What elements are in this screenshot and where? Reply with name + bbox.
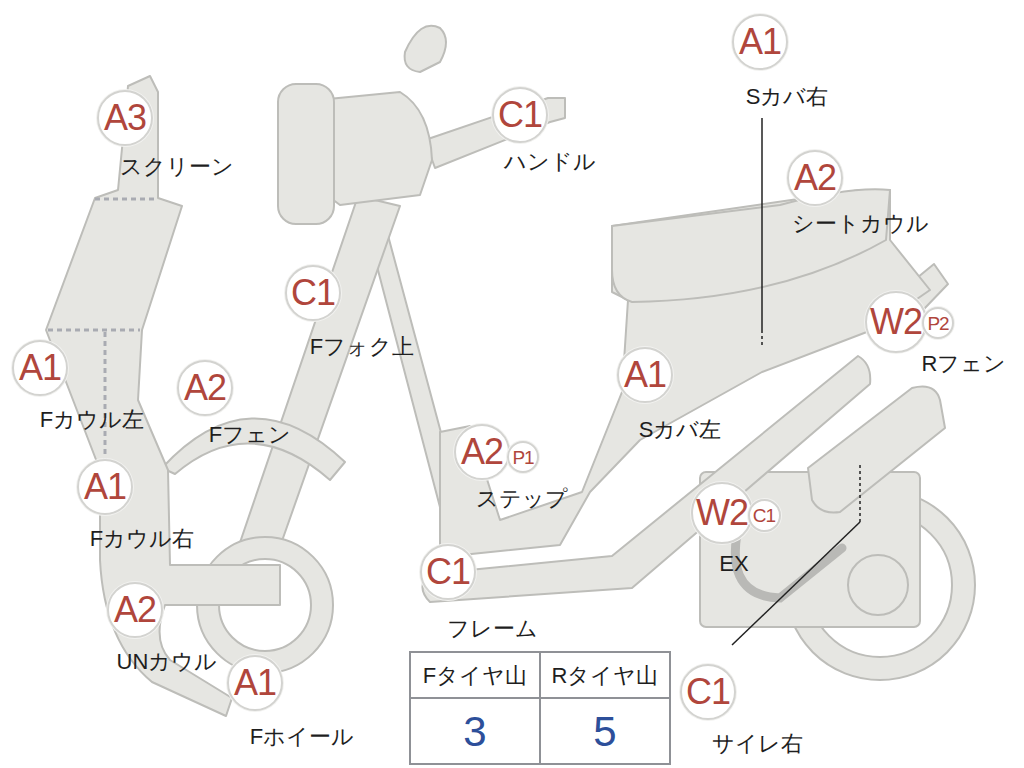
part-name: Fカウル右 bbox=[90, 527, 194, 551]
callout-code: C1 bbox=[291, 275, 335, 311]
part-name: Fカウル左 bbox=[40, 408, 144, 432]
code-circle: C1サイレ右 bbox=[680, 664, 736, 720]
leader-line bbox=[761, 330, 763, 348]
leader-line bbox=[859, 464, 861, 522]
code-circle: A3スクリーン bbox=[97, 90, 153, 146]
divider-line bbox=[95, 198, 156, 201]
code-circle: P1 bbox=[507, 441, 539, 473]
part-name: フレーム bbox=[447, 617, 538, 641]
callout-code: A1 bbox=[624, 357, 666, 393]
part-name: サイレ右 bbox=[712, 732, 803, 756]
leader-line bbox=[761, 118, 763, 330]
code-circle: C1 bbox=[748, 499, 781, 532]
callout-code: A2 bbox=[114, 592, 156, 628]
code-circle: C1Fフォク上 bbox=[285, 265, 341, 321]
code-circle: A2Fフェン bbox=[177, 360, 233, 416]
callout-code: C1 bbox=[426, 554, 470, 590]
code-circle: C1ハンドル bbox=[492, 87, 548, 143]
part-name: EX bbox=[719, 552, 748, 576]
part-name: Sカバ右 bbox=[746, 85, 829, 109]
table-divider bbox=[410, 697, 670, 699]
part-name: ステップ bbox=[476, 487, 568, 511]
divider-line bbox=[48, 329, 140, 332]
code-circle: A1Sカバ左 bbox=[617, 347, 673, 403]
callout-code: W2 bbox=[870, 304, 922, 340]
frame-band bbox=[422, 356, 870, 602]
callout-code: A1 bbox=[19, 350, 61, 386]
leader-line bbox=[732, 522, 860, 645]
front-fork bbox=[232, 196, 400, 575]
head-block bbox=[318, 92, 432, 205]
code-circle: A2シートカウル bbox=[787, 150, 843, 206]
seat bbox=[612, 189, 890, 302]
code-circle: C1フレーム bbox=[420, 544, 476, 600]
callout-code: P2 bbox=[927, 314, 948, 333]
callout-code: A1 bbox=[84, 469, 126, 505]
part-name: UNカウル bbox=[117, 650, 218, 674]
callout-code: A3 bbox=[104, 100, 146, 136]
table-cell: 3 bbox=[463, 711, 486, 753]
table-cell: 5 bbox=[593, 711, 616, 753]
callout-code: A2 bbox=[794, 160, 836, 196]
code-circle: A2ステップ bbox=[454, 424, 510, 480]
code-circle: W2EX bbox=[691, 482, 753, 544]
callout-code: A2 bbox=[461, 434, 503, 470]
rear-hub bbox=[848, 555, 908, 615]
part-name: Fフォク上 bbox=[310, 335, 414, 359]
part-name: Fフェン bbox=[209, 423, 291, 447]
code-circle: A1Fカウル右 bbox=[77, 459, 133, 515]
part-name: スクリーン bbox=[120, 155, 234, 179]
callout-code: A1 bbox=[234, 665, 276, 701]
code-circle: A1Fホイール bbox=[227, 655, 283, 711]
mirror bbox=[405, 26, 446, 72]
front-fender bbox=[162, 418, 345, 480]
callout-code: C1 bbox=[498, 97, 542, 133]
callout-code: A2 bbox=[184, 370, 226, 406]
part-name: Sカバ左 bbox=[639, 418, 722, 442]
muffler bbox=[808, 387, 945, 513]
part-name: Fホイール bbox=[250, 725, 354, 749]
code-circle: A2UNカウル bbox=[107, 582, 163, 638]
code-circle: A1Sカバ右 bbox=[732, 14, 788, 70]
headlight bbox=[278, 84, 334, 224]
part-name: ハンドル bbox=[504, 150, 596, 174]
code-circle: P2 bbox=[922, 307, 954, 339]
table-divider bbox=[539, 652, 541, 764]
code-circle: W2Rフェン bbox=[865, 291, 927, 353]
callout-code: A1 bbox=[739, 24, 781, 60]
table-frame bbox=[410, 652, 670, 764]
callout-code: P1 bbox=[512, 448, 533, 467]
code-circle: A1Fカウル左 bbox=[12, 340, 68, 396]
front-cowl bbox=[46, 76, 280, 716]
callout-code: C1 bbox=[753, 506, 775, 525]
divider-line bbox=[104, 332, 107, 462]
part-name: Rフェン bbox=[922, 352, 1007, 376]
callout-code: C1 bbox=[686, 674, 730, 710]
table-cell: Rタイヤ山 bbox=[552, 665, 659, 687]
table-cell: Fタイヤ山 bbox=[423, 665, 527, 687]
part-name: シートカウル bbox=[792, 212, 929, 236]
callout-code: W2 bbox=[696, 495, 748, 531]
